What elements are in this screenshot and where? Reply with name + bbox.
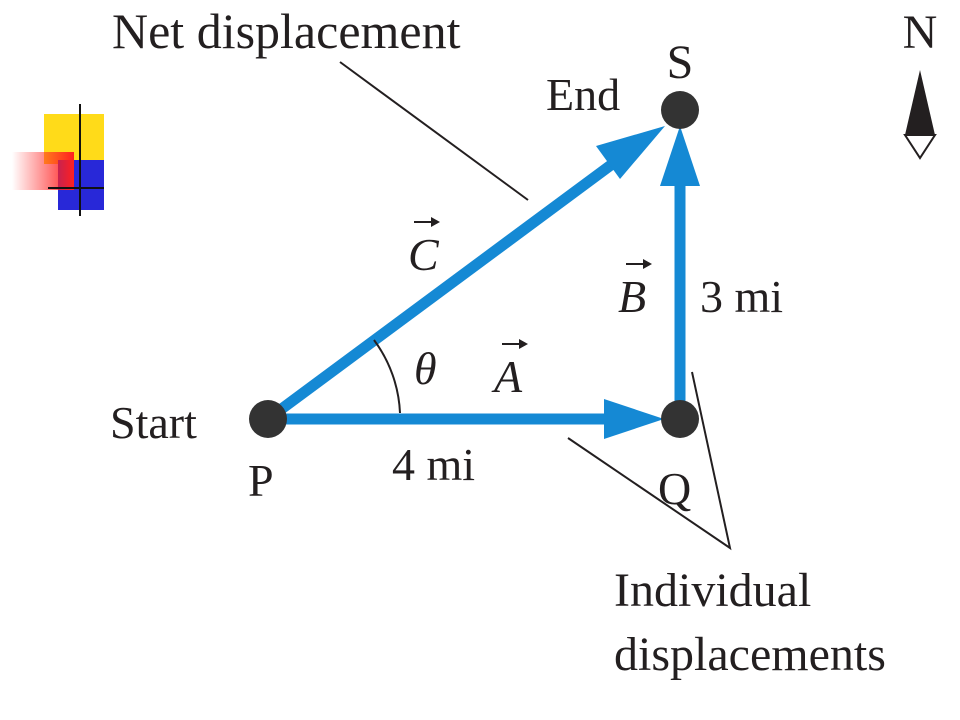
- vector-c-symbol: C: [408, 229, 440, 280]
- vector-c-shaft: [264, 157, 619, 424]
- point-q-label: Q: [658, 463, 691, 514]
- vector-b-symbol: B: [618, 271, 646, 322]
- north-label: N: [903, 6, 938, 59]
- individual-label-line1: Individual: [614, 564, 811, 617]
- point-p-dot: [249, 400, 287, 438]
- north-arrow-icon: [903, 70, 937, 160]
- angle-arc: [373, 339, 401, 414]
- vector-b-overarrow-head: [643, 259, 652, 269]
- slide-logo: [12, 104, 104, 216]
- end-label: End: [546, 69, 620, 120]
- net-displacement-label: Net displacement: [112, 3, 461, 59]
- individual-leader: [567, 371, 732, 551]
- point-s-label: S: [667, 36, 694, 89]
- vector-a-symbol: A: [491, 351, 523, 402]
- point-q-dot: [661, 400, 699, 438]
- vector-b-arrowhead: [660, 126, 700, 186]
- individual-label-line2: displacements: [614, 628, 886, 681]
- angle-theta-label: θ: [414, 343, 437, 394]
- vector-a-arrowhead: [604, 399, 664, 439]
- start-label: Start: [110, 397, 197, 448]
- vector-a-overarrow-head: [519, 339, 528, 349]
- point-s-dot: [661, 91, 699, 129]
- point-p-label: P: [248, 455, 274, 506]
- vector-c-arrowhead: [596, 126, 665, 179]
- vector-c-overarrow-head: [431, 217, 440, 227]
- vector-a-length-label: 4 mi: [392, 439, 475, 490]
- net-displacement-leader: [339, 61, 529, 201]
- vector-b-length-label: 3 mi: [700, 271, 783, 322]
